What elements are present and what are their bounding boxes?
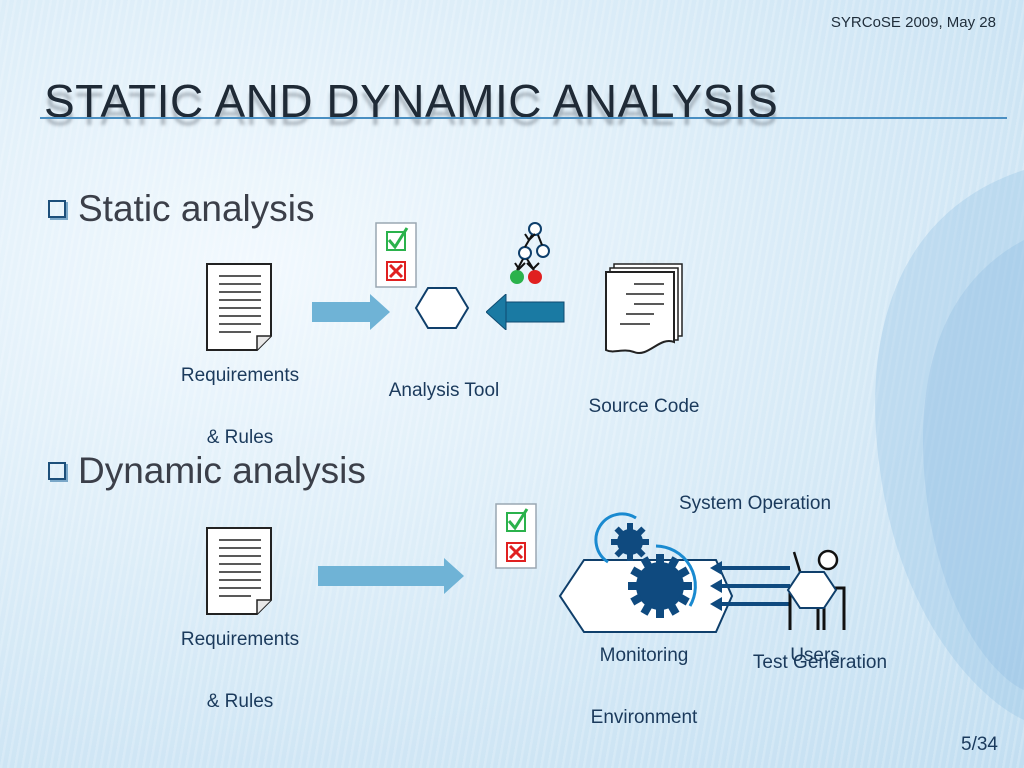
check-cross-icon (375, 222, 417, 288)
bullet-dynamic-analysis: Dynamic analysis (48, 450, 366, 492)
page-title: STATIC AND DYNAMIC ANALYSIS (44, 75, 779, 127)
arrow-right-icon (312, 294, 390, 330)
monitoring-label: Monitoring (599, 645, 689, 666)
analysis-tool-hexagon-icon (414, 287, 470, 329)
bullet-square-icon (48, 200, 66, 218)
bullet-static-label: Static analysis (78, 188, 315, 229)
requirements-document-icon (206, 263, 272, 351)
bullet-static-analysis: Static analysis (48, 188, 315, 230)
input-arrows-icon (710, 561, 790, 611)
arrow-right-icon (318, 558, 464, 594)
source-code-label: Source Code (588, 396, 700, 417)
dynamic-requirements-label-1: Requirements (180, 629, 300, 650)
dynamic-requirements-label-2: & Rules (206, 691, 274, 712)
test-generation-label: Test Generation (752, 652, 888, 673)
page-number: 5/34 (961, 734, 998, 755)
system-operation-label: System Operation (678, 493, 832, 514)
title-divider (40, 117, 1007, 119)
bullet-square-icon (48, 462, 66, 480)
arrow-left-icon (486, 294, 565, 330)
system-operation-icon (558, 512, 734, 633)
static-requirements-label-1: Requirements (180, 365, 300, 386)
bullet-dynamic-label: Dynamic analysis (78, 450, 366, 491)
users-icon (786, 549, 846, 630)
analysis-tool-label: Analysis Tool (388, 380, 500, 401)
header-date: SYRCoSE 2009, May 28 (830, 14, 996, 31)
tree-structure-icon (510, 222, 550, 284)
static-requirements-label-2: & Rules (206, 427, 274, 448)
check-cross-icon (495, 503, 537, 569)
environment-label: Environment (590, 707, 698, 728)
source-code-document-icon (605, 263, 683, 355)
requirements-document-icon (206, 527, 272, 615)
users-label: Users (790, 645, 840, 666)
